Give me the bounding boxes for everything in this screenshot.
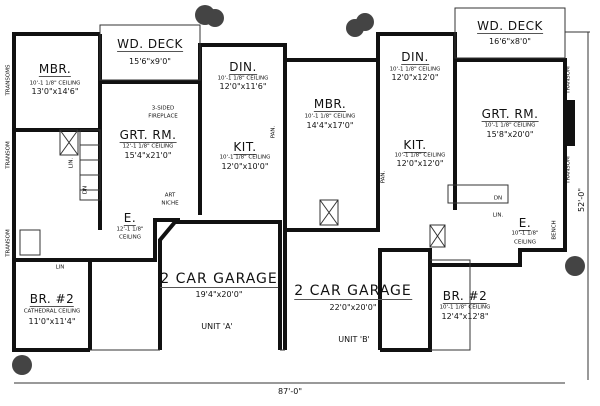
size-din-b: 12'0"x12'0" xyxy=(391,73,439,82)
size-garage-a: 19'4"x20'0" xyxy=(195,290,243,299)
room-label-mbr-a: MBR. xyxy=(38,62,72,77)
ceiling-entry-b-2: CEILING xyxy=(514,239,536,246)
size-deck-a: 15'6"x9'0" xyxy=(129,57,171,66)
size-kit-a: 12'0"x10'0" xyxy=(221,162,269,171)
linen-label-b: LIN. xyxy=(492,212,504,219)
size-grt-a: 15'4"x21'0" xyxy=(124,151,172,160)
bench-label-b: BENCH xyxy=(551,220,558,240)
room-label-kit-a: KIT. xyxy=(233,140,257,155)
transoms-label-a: TRANSOMS xyxy=(5,64,12,96)
linen-label-a-2: LIN xyxy=(55,264,65,271)
ceiling-mbr-a: 10'-1 1/8" CEILING xyxy=(29,80,81,87)
transom-label-b-1: TRANSOM xyxy=(565,66,572,94)
transom-label-a-1: TRANSOM xyxy=(5,141,12,169)
niche-label-1: ART xyxy=(164,192,176,199)
stair-dn-label-b: DN xyxy=(493,195,503,202)
ceiling-entry-b-1: 10'-1 1/8" xyxy=(511,230,539,237)
ceiling-din-b: 10'-1 1/8" CEILING xyxy=(389,66,441,73)
size-mbr-a: 13'0"x14'6" xyxy=(31,87,79,96)
room-label-grt-a: GRT. RM. xyxy=(119,128,177,143)
pantry-label-b: PAN. xyxy=(380,170,387,184)
size-grt-b: 15'8"x20'0" xyxy=(486,130,534,139)
room-label-din-a: DIN. xyxy=(229,60,257,75)
room-label-kit-b: KIT. xyxy=(403,138,427,153)
overall-depth-dimension: 52'-0" xyxy=(577,185,586,215)
trees xyxy=(12,5,585,375)
size-br2-b: 12'4"x12'8" xyxy=(441,312,489,321)
room-label-deck-a: WD. DECK xyxy=(117,37,183,52)
room-label-br2-a: BR. #2 xyxy=(29,292,75,307)
size-mbr-b: 14'4"x17'0" xyxy=(306,121,354,130)
ceiling-entry-a-1: 12'-1 1/8" xyxy=(116,226,144,233)
room-label-entry-b: E. xyxy=(518,216,532,231)
ceiling-kit-a: 10'-1 1/8" CEILING xyxy=(219,154,271,161)
size-br2-a: 11'0"x11'4" xyxy=(28,317,76,326)
unit-b-walls xyxy=(285,32,567,352)
transom-label-a-2: TRANSOM xyxy=(5,229,12,257)
ceiling-din-a: 10'-1 1/8" CEILING xyxy=(217,75,269,82)
room-label-garage-a: 2 CAR GARAGE xyxy=(160,271,278,288)
size-deck-b: 16'6"x8'0" xyxy=(489,37,531,46)
linen-label-a-1: LIN. xyxy=(68,157,75,169)
room-label-grt-b: GRT. RM. xyxy=(481,107,539,122)
room-label-garage-b: 2 CAR GARAGE xyxy=(294,283,412,300)
ceiling-grt-b: 10'-1 1/8" CEILING xyxy=(484,122,536,129)
overall-width-dimension: 87'-0" xyxy=(275,387,305,396)
ceiling-entry-a-2: CEILING xyxy=(119,234,141,241)
room-label-mbr-b: MBR. xyxy=(313,97,347,112)
room-label-br2-b: BR. #2 xyxy=(442,289,488,304)
size-kit-b: 12'0"x12'0" xyxy=(396,159,444,168)
ceiling-br2-b: 10'-1 1/8" CEILING xyxy=(439,304,491,311)
size-garage-b: 22'0"x20'0" xyxy=(329,303,377,312)
transom-label-b-2: TRANSOM xyxy=(565,156,572,184)
stair-dn-label-a: DN xyxy=(82,185,89,195)
niche-label-2: NICHE xyxy=(161,200,179,207)
unit-label-b: UNIT 'B' xyxy=(338,335,370,344)
ceiling-grt-a: 12'-1 1/8" CEILING xyxy=(122,143,174,150)
room-label-din-b: DIN. xyxy=(401,50,429,65)
room-label-deck-b: WD. DECK xyxy=(477,19,543,34)
fireplace-label-2: FIREPLACE xyxy=(148,113,178,120)
unit-a-walls xyxy=(12,32,100,352)
ceiling-kit-b: 10'-1 1/8" CEILING xyxy=(394,152,446,159)
room-label-entry-a: E. xyxy=(123,211,137,226)
ceiling-mbr-b: 10'-1 1/8" CEILING xyxy=(304,113,356,120)
fireplace-label-1: 3-SIDED xyxy=(151,105,175,112)
size-din-a: 12'0"x11'6" xyxy=(219,82,267,91)
pantry-label-a: PAN. xyxy=(270,125,277,139)
ceiling-br2-a: CATHEDRAL CEILING xyxy=(23,308,81,315)
unit-label-a: UNIT 'A' xyxy=(201,322,233,331)
